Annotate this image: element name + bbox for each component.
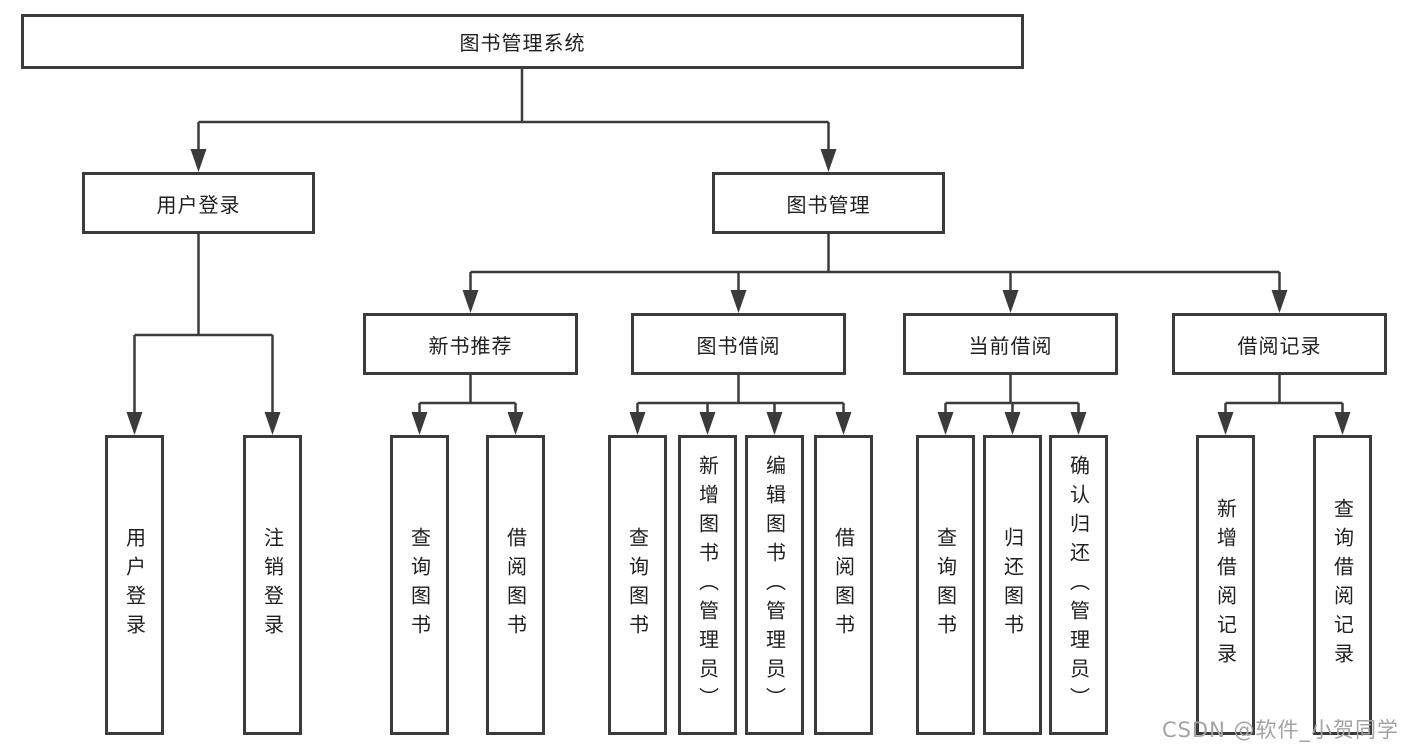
node-borrow-records: 借阅记录 bbox=[1172, 313, 1387, 375]
leaf-return-book: 归还图书 bbox=[983, 435, 1042, 735]
leaf-add-book-admin: 新增图书（管理员） bbox=[678, 435, 737, 735]
watermark: CSDN @软件_小贺同学 bbox=[1161, 718, 1399, 742]
leaf-query-books-borrow-label: 查询图书 bbox=[625, 527, 650, 643]
node-current-borrow: 当前借阅 bbox=[903, 313, 1118, 375]
leaf-confirm-return-admin-label: 确认归还（管理员） bbox=[1066, 454, 1091, 716]
leaf-borrow-books-recommend-label: 借阅图书 bbox=[503, 527, 528, 643]
leaf-confirm-return-admin: 确认归还（管理员） bbox=[1049, 435, 1108, 735]
leaf-borrow-books-recommend: 借阅图书 bbox=[486, 435, 545, 735]
leaf-query-books-current-label: 查询图书 bbox=[933, 527, 958, 643]
leaf-add-borrow-record: 新增借阅记录 bbox=[1196, 435, 1255, 735]
leaf-add-book-admin-label: 新增图书（管理员） bbox=[695, 454, 720, 716]
leaf-query-books-borrow: 查询图书 bbox=[608, 435, 667, 735]
leaf-add-borrow-record-label: 新增借阅记录 bbox=[1213, 498, 1238, 672]
leaf-edit-book-admin: 编辑图书（管理员） bbox=[745, 435, 804, 735]
node-book-management-label: 图书管理 bbox=[786, 192, 871, 217]
leaf-logout-label: 注销登录 bbox=[260, 527, 285, 643]
leaf-query-borrow-record: 查询借阅记录 bbox=[1313, 435, 1372, 735]
leaf-query-borrow-record-label: 查询借阅记录 bbox=[1330, 498, 1355, 672]
node-book-management: 图书管理 bbox=[712, 172, 945, 234]
node-new-book-recommend: 新书推荐 bbox=[363, 313, 578, 375]
leaf-edit-book-admin-label: 编辑图书（管理员） bbox=[762, 454, 787, 716]
leaf-user-login-label: 用户登录 bbox=[122, 527, 147, 643]
node-current-borrow-label: 当前借阅 bbox=[968, 333, 1053, 358]
leaf-borrow-books: 借阅图书 bbox=[814, 435, 873, 735]
leaf-query-books-recommend: 查询图书 bbox=[390, 435, 449, 735]
node-user-login-branch-label: 用户登录 bbox=[156, 192, 241, 217]
node-book-borrow: 图书借阅 bbox=[631, 313, 846, 375]
leaf-borrow-books-label: 借阅图书 bbox=[831, 527, 856, 643]
node-user-login-branch: 用户登录 bbox=[82, 172, 315, 234]
node-borrow-records-label: 借阅记录 bbox=[1237, 333, 1322, 358]
node-library-system: 图书管理系统 bbox=[21, 14, 1024, 69]
node-book-borrow-label: 图书借阅 bbox=[696, 333, 781, 358]
leaf-logout: 注销登录 bbox=[243, 435, 302, 735]
leaf-query-books-current: 查询图书 bbox=[916, 435, 975, 735]
leaf-query-books-recommend-label: 查询图书 bbox=[407, 527, 432, 643]
leaf-return-book-label: 归还图书 bbox=[1000, 527, 1025, 643]
node-new-book-recommend-label: 新书推荐 bbox=[428, 333, 513, 358]
node-library-system-label: 图书管理系统 bbox=[459, 31, 586, 55]
leaf-user-login: 用户登录 bbox=[105, 435, 164, 735]
